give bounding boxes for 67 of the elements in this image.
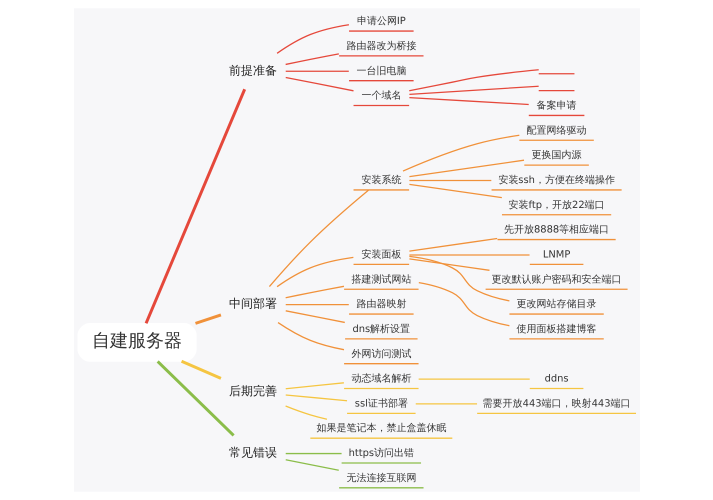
- node-text: 申请公网IP: [356, 16, 406, 28]
- node-text: 安装面板: [360, 249, 401, 260]
- connector: [285, 394, 347, 402]
- node-text: 一台旧电脑: [356, 66, 406, 77]
- node-text: ssl证书部署: [354, 398, 408, 410]
- connector: [408, 258, 490, 271]
- node-text: 更改网站存储目录: [516, 299, 596, 310]
- connector: [285, 286, 344, 298]
- connector: [408, 184, 502, 198]
- node-text: ddns: [544, 374, 568, 385]
- connector: [285, 382, 344, 390]
- node-text: dns解析设置: [352, 324, 410, 335]
- node-text: 使用面板搭建博客: [516, 324, 596, 335]
- node-text: LNMP: [542, 249, 570, 260]
- connector: [144, 88, 246, 324]
- node-text: 常见错误: [228, 446, 277, 460]
- connector: [402, 134, 519, 172]
- node-text: https访问出错: [348, 448, 414, 460]
- connector: [408, 180, 491, 182]
- connector: [408, 86, 538, 96]
- node-text: 备案申请: [536, 100, 576, 112]
- node-text: 动态域名解析: [350, 374, 411, 385]
- node-text: 路由器映射: [356, 299, 406, 310]
- connector: [180, 360, 222, 380]
- connector: [418, 378, 530, 380]
- connector: [276, 256, 353, 288]
- connector: [408, 69, 538, 92]
- node-text: 先开放8888等相应端口: [503, 224, 609, 236]
- node-text: 路由器改为桥接: [346, 40, 416, 52]
- connector: [408, 97, 528, 106]
- connector: [285, 304, 348, 306]
- node-bar: [538, 73, 574, 74]
- node-text: 中间部署: [228, 296, 277, 311]
- node-text: 如果是笔记本，禁止盒盖休眠: [316, 423, 446, 434]
- node-text: 搭建测试网站: [350, 274, 411, 286]
- connector: [268, 190, 368, 287]
- connector: [408, 160, 524, 178]
- connector: [285, 452, 342, 454]
- connector: [285, 459, 338, 471]
- connector: [408, 256, 510, 302]
- connector: [285, 76, 354, 92]
- node-text: 更改默认账户密码和安全端口: [491, 274, 622, 286]
- node-text: 更换国内源: [531, 150, 582, 162]
- connector: [408, 238, 497, 252]
- connector: [156, 360, 234, 436]
- node-text: 无法连接互联网: [346, 472, 416, 484]
- connector: [285, 53, 338, 66]
- connector: [408, 254, 530, 256]
- node-text: 后期完善: [228, 384, 277, 398]
- node-bar: [538, 90, 574, 92]
- node-text: 安装系统: [360, 174, 401, 186]
- connector: [276, 24, 349, 54]
- node-text: 外网访问测试: [350, 348, 411, 360]
- connector: [418, 282, 510, 326]
- connector: [277, 322, 344, 350]
- node-text: 安装ftp，开放22端口: [508, 200, 604, 211]
- connector: [285, 310, 344, 324]
- node-text: 一个域名: [360, 90, 401, 102]
- connector: [285, 70, 348, 72]
- node-text: 需要开放443端口，映射443端口: [482, 398, 630, 410]
- connector: [194, 314, 221, 325]
- node-text: 配置网络驱动: [526, 125, 586, 136]
- node-text: 安装ssh，方便在终端操作: [498, 174, 614, 186]
- connector: [284, 405, 327, 420]
- node-box: 自建服务器: [76, 322, 196, 362]
- node-text: 前提准备: [228, 63, 277, 78]
- connector: [415, 403, 477, 405]
